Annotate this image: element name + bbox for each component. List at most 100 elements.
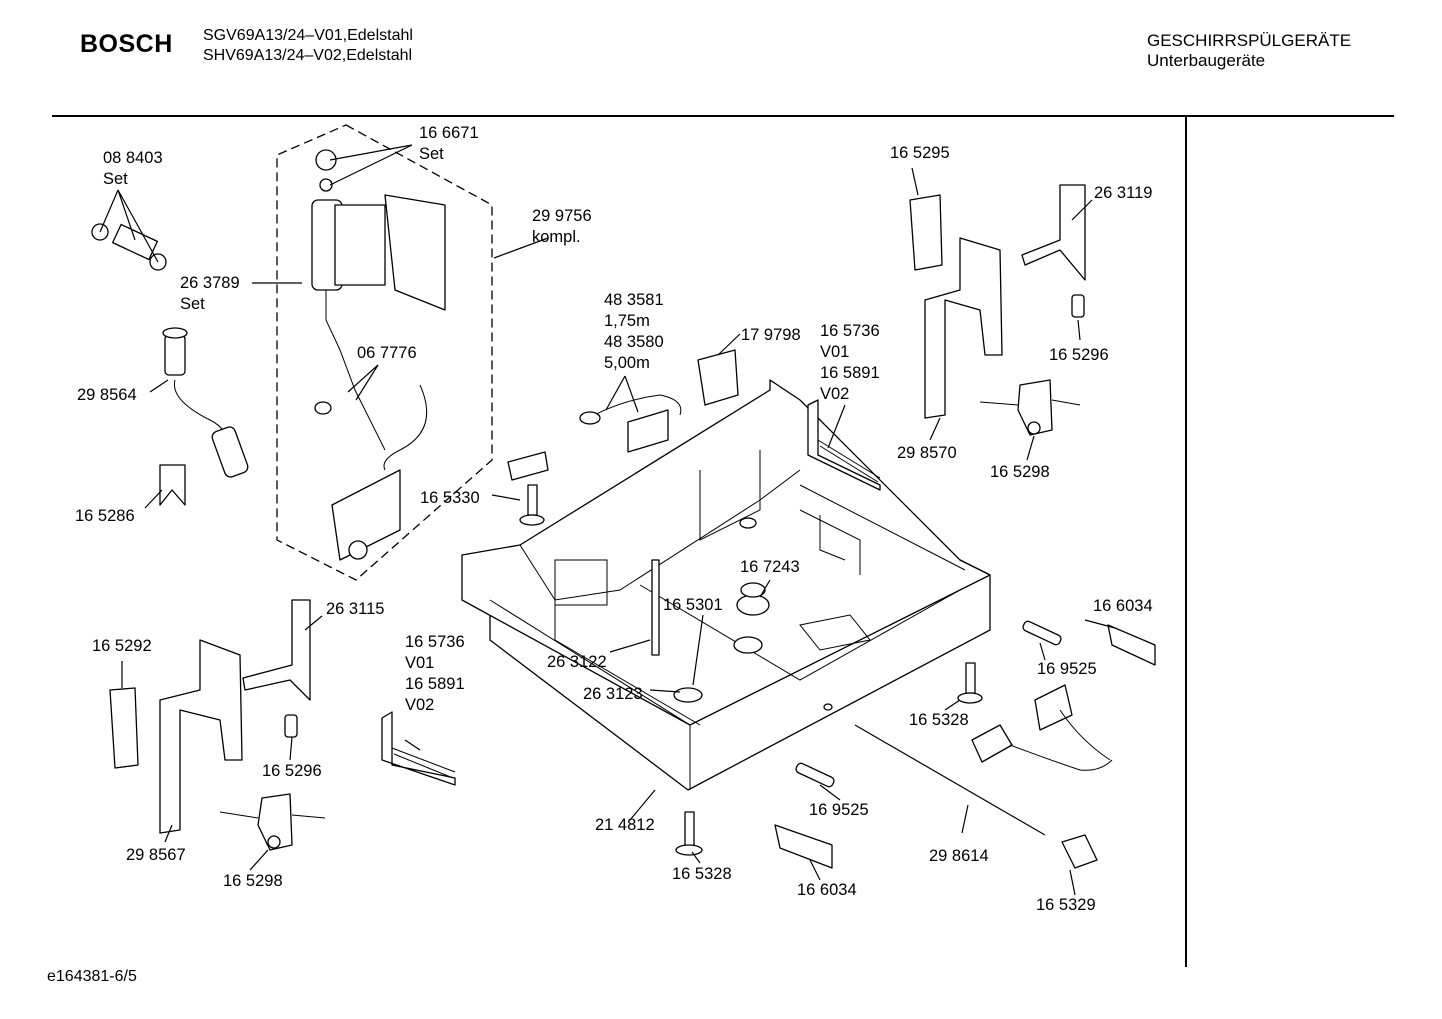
part-label-165296b: 16 5296 [262, 762, 322, 780]
mounting-bracket-right [909, 184, 1086, 419]
rod [854, 724, 1046, 836]
part-label-263115: 26 3115 [326, 600, 384, 618]
part-label-line: V01 [405, 654, 434, 672]
part-label-line: 16 5736 [405, 633, 465, 651]
leader-lines [99, 144, 1116, 896]
part-label-165298a: 16 5298 [990, 463, 1050, 481]
drawing-id: e164381-6/5 [47, 968, 137, 985]
part-label-line: 16 5298 [990, 463, 1050, 481]
part-label-line: V02 [820, 385, 849, 403]
part-label-line: 16 5329 [1036, 896, 1096, 914]
part-label-165296a: 16 5296 [1049, 346, 1109, 364]
part-label-169525b: 16 9525 [1037, 660, 1097, 678]
fixing-screw [795, 620, 1062, 788]
power-cable [579, 394, 682, 453]
model-line-2: SHV69A13/24–V02,Edelstahl [203, 47, 413, 64]
part-label-line: 16 5286 [75, 507, 135, 525]
header-rule [52, 115, 1394, 117]
part-label-165298b: 16 5298 [223, 872, 283, 890]
part-label-line: 16 5736 [820, 322, 880, 340]
part-label-line: 16 5296 [1049, 346, 1109, 364]
levelling-foot-screw [519, 484, 983, 856]
motor-switch-right [979, 379, 1081, 436]
part-label-line: 08 8403 [103, 149, 163, 167]
side-rule [1185, 117, 1187, 967]
model-line-1: SGV69A13/24–V01,Edelstahl [203, 27, 413, 44]
part-label-line: 16 9525 [1037, 660, 1097, 678]
part-label-263122: 26 3122 [547, 653, 607, 671]
part-label-line: Set [103, 170, 128, 188]
part-label-line: 16 5328 [672, 865, 732, 883]
part-label-165329: 16 5329 [1036, 896, 1096, 914]
part-label-165292: 16 5292 [92, 637, 152, 655]
part-label-165295: 16 5295 [890, 144, 950, 162]
part-label-line: 26 3119 [1094, 184, 1152, 202]
part-label-169525a: 16 9525 [809, 801, 869, 819]
part-label-line: 16 5295 [890, 144, 950, 162]
part-label-line: 16 5891 [405, 675, 465, 693]
capacitor [697, 349, 739, 406]
part-label-line: 26 3115 [326, 600, 384, 618]
part-label-line: 29 8567 [126, 846, 186, 864]
category-title: GESCHIRRSPÜLGERÄTE [1147, 31, 1352, 50]
part-label-166034a: 16 6034 [1093, 597, 1153, 615]
part-label-165330: 16 5330 [420, 489, 480, 507]
retaining-clip [159, 464, 186, 506]
part-label-line: 16 6034 [797, 881, 857, 899]
connector-block [507, 451, 549, 481]
part-label-line: 06 7776 [357, 344, 417, 362]
hose-clamp-set [91, 223, 167, 271]
part-label-165328a: 16 5328 [672, 865, 732, 883]
part-label-line: 16 7243 [740, 558, 800, 576]
inlet-valve-assembly [311, 149, 446, 471]
part-label-line: Set [180, 295, 205, 313]
part-label-298614: 29 8614 [929, 847, 989, 865]
part-label-line: 16 9525 [809, 801, 869, 819]
base-tub-drawing [461, 379, 991, 791]
part-label-line: 29 8564 [77, 386, 137, 404]
part-label-165301: 16 5301 [663, 596, 723, 614]
part-label-298564: 29 8564 [77, 386, 137, 404]
part-label-line: 16 5301 [663, 596, 723, 614]
motor-switch-left [219, 793, 326, 851]
heating-element-left [381, 711, 456, 786]
part-label-483581: 48 3581 1,75m 48 3580 5,00m [604, 291, 664, 372]
part-label-166034b: 16 6034 [797, 881, 857, 899]
part-label-line: 21 4812 [595, 816, 655, 834]
aquastop-housing [331, 469, 401, 561]
part-label-line: 26 3122 [547, 653, 607, 671]
part-label-179798: 17 9798 [741, 326, 801, 344]
end-cap [1061, 834, 1098, 869]
category-subtitle: Unterbaugeräte [1147, 51, 1266, 70]
part-label-165286: 16 5286 [75, 507, 135, 525]
terminal-strip [774, 624, 1156, 869]
part-label-line: 29 8614 [929, 847, 989, 865]
part-label-line: 5,00m [604, 354, 650, 372]
part-label-line: 29 8570 [897, 444, 957, 462]
part-label-line: Set [419, 145, 444, 163]
part-label-line: 1,75m [604, 312, 650, 330]
part-label-line: V02 [405, 696, 434, 714]
drain-hose [162, 327, 249, 478]
part-label-line: 48 3581 [604, 291, 664, 309]
part-label-line: 48 3580 [604, 333, 664, 351]
mounting-bracket-left [109, 599, 311, 834]
part-label-line: kompl. [532, 228, 581, 246]
brand-logo: BOSCH [80, 30, 173, 58]
part-label-line: 16 5330 [420, 489, 480, 507]
part-label-line: 29 9756 [532, 207, 592, 225]
part-label-167243: 16 7243 [740, 558, 800, 576]
part-label-line: 26 3123 [583, 685, 643, 703]
part-label-line: 16 5298 [223, 872, 283, 890]
part-label-298567: 29 8567 [126, 846, 186, 864]
part-label-214812: 21 4812 [595, 816, 655, 834]
part-label-line: 16 5292 [92, 637, 152, 655]
wiring-harness [971, 684, 1113, 771]
part-label-263123: 26 3123 [583, 685, 643, 703]
part-label-line: 16 5328 [909, 711, 969, 729]
